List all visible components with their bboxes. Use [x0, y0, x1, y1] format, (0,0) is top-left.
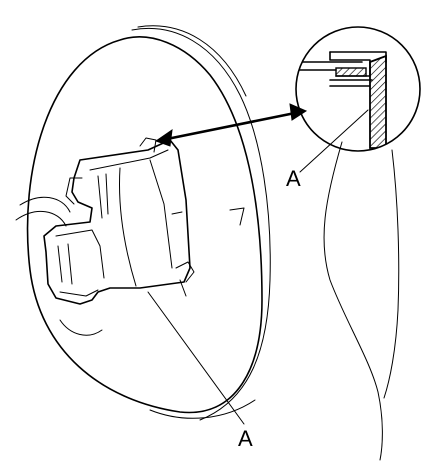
- hub-dish: [15, 25, 271, 421]
- column-outline: [323, 141, 400, 461]
- switch-housing: [43, 137, 195, 305]
- lower-leader-line: [147, 291, 245, 425]
- callout-label-upper: A: [286, 166, 301, 191]
- upper-leader-line: [299, 109, 369, 173]
- callout-label-lower: A: [238, 426, 253, 451]
- detail-arrow: [154, 103, 308, 147]
- detail-view: [295, 26, 421, 152]
